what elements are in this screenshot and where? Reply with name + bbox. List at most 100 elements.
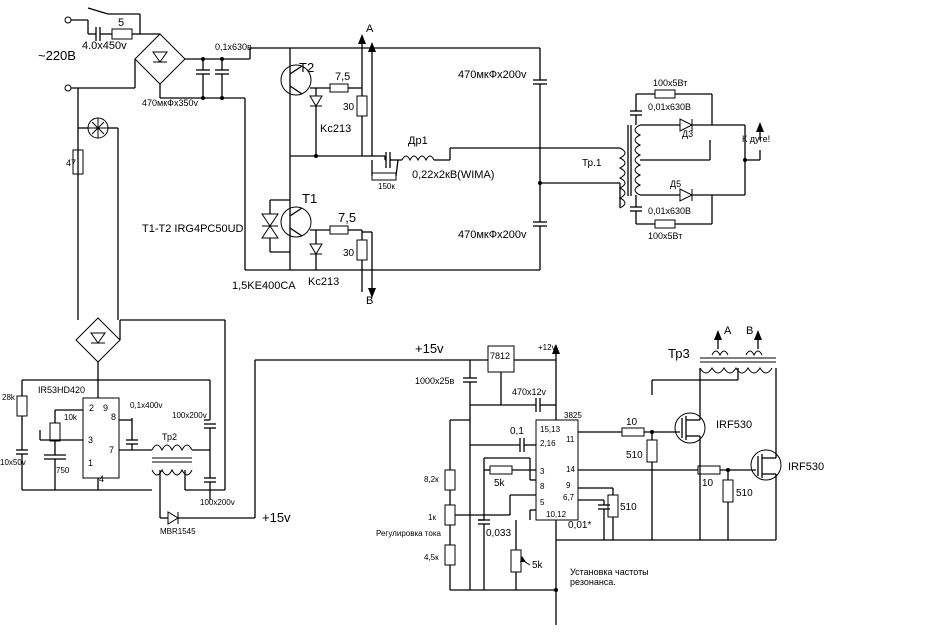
c750-label: 750 [56, 466, 70, 475]
mains-input: ~220В [38, 16, 135, 92]
freq-adjust-label: Установка частоты [570, 567, 649, 577]
snubber-r-bottom-label: 100x5Вт [648, 231, 682, 241]
mosfet-top-label: IRF530 [716, 419, 752, 431]
ic2-pin8: 8 [540, 482, 545, 491]
terminal-b-label: B [366, 295, 373, 307]
t1-resistor-label: 30 [343, 248, 355, 259]
bleed-resistor-label: 150к [378, 182, 395, 191]
t1-label: T1 [302, 191, 317, 206]
r28k-label: 28k [2, 393, 16, 402]
d5-label: Д5 [670, 179, 681, 189]
ic2-pin67: 6,7 [563, 493, 575, 502]
transistor-t2: T2 7,5 Kc213 30 [280, 48, 385, 158]
snubber-cap-label: 0,1x630в [215, 42, 252, 52]
positive-rail [244, 47, 540, 271]
half-bridge-caps: 470мкФx200v 470мкФx200v [458, 48, 620, 270]
r10k-label: 10k [64, 413, 78, 422]
r82k-label: 8,2к [424, 475, 439, 484]
bulk-cap-label: 470мкФx350v [142, 98, 198, 108]
mains-voltage-label: ~220В [38, 48, 76, 63]
ic1-pin2: 2 [89, 403, 94, 413]
c01-label: 0,1 [510, 426, 524, 437]
plus15-bottom-label: +15v [262, 510, 291, 525]
terminal-b: B [361, 231, 376, 307]
terminal-a: A [358, 23, 376, 156]
transformer-tr2: Тр2 100x200v 100x200v MBR1545 +15v [151, 359, 470, 536]
c01x400-label: 0,1x400v [130, 401, 162, 410]
ic1-label: IR53HD420 [38, 385, 85, 395]
regulator-label: 7812 [490, 351, 510, 361]
d3-label: Д3 [682, 129, 693, 139]
ic1-pin7: 7 [109, 445, 114, 455]
cap-top-label: 470мкФx200v [458, 69, 527, 81]
filter-caps: 0,1x630в 470мкФx350v [142, 42, 252, 108]
tr3-label: Тр3 [668, 346, 690, 361]
c100x200-top-label: 100x200v [172, 411, 207, 420]
r5k-pot-label: 5k [532, 560, 544, 571]
t2-gate-resistor-label: 7,5 [335, 71, 350, 83]
aux-supply-column: 47 [66, 88, 119, 320]
r510-bottom-label: 510 [736, 488, 753, 499]
ic2-pin1513: 15,13 [540, 425, 561, 434]
c470x12-label: 470x12v [512, 387, 547, 397]
mosfet-bottom-label: IRF530 [788, 461, 824, 473]
cap-bottom-label: 470мкФx200v [458, 229, 527, 241]
pwm-ic-3825: 3825 15,13 2,16 11 3 14 8 9 5 6,7 10,12 … [376, 411, 649, 625]
r10-bottom-label: 10 [702, 478, 714, 489]
tr3-terminal-a: A [724, 325, 732, 337]
snubber-r-top-label: 100x5Вт [653, 78, 687, 88]
t2-label: T2 [299, 60, 314, 75]
driver-ir53hd420: IR53HD420 2 9 8 3 7 1 4 28k 10x50v 10k 7… [0, 379, 211, 491]
midpoint-line: Др1 0,22x2кВ(WIMA) 150к [371, 135, 620, 191]
snubber-c-bottom-label: 0,01x630В [648, 206, 691, 216]
tr3-terminal-b: B [746, 325, 753, 337]
fuse-label: 5 [118, 17, 124, 29]
ic2-label: 3825 [564, 411, 582, 420]
transformer-tr3: Тр3 A B [651, 325, 776, 395]
resistor-47-label: 47 [66, 158, 76, 168]
transformer-tr1: Тр.1 [582, 124, 710, 209]
transistor-t1: T1 7,5 Kc213 30 T1-T2 IRG4PC50UD 1,5KE40… [142, 156, 368, 292]
t2-resistor-label: 30 [343, 102, 355, 113]
current-adjust-label: Регулировка тока [376, 529, 442, 538]
ic1-pin4: 4 [99, 474, 104, 484]
ic1-pin3: 3 [88, 435, 93, 445]
arc-output-label: К дуге! [742, 134, 770, 144]
ic2-pin9: 9 [566, 481, 571, 490]
r45k-label: 4,5к [424, 553, 439, 562]
transistor-type-label: T1-T2 IRG4PC50UD [142, 223, 244, 235]
r5k-label: 5k [494, 478, 506, 489]
t2-zener-label: Kc213 [320, 123, 351, 135]
tvs-label: 1,5KE400CA [232, 280, 296, 292]
input-cap-label: 4.0x450v [82, 40, 127, 52]
c10x50-label: 10x50v [0, 458, 26, 467]
t1-gate-resistor-label: 7,5 [338, 210, 356, 225]
inductor-label: Др1 [408, 135, 428, 147]
ic2-pin14: 14 [566, 465, 575, 474]
r10-top-label: 10 [626, 417, 638, 428]
r510-ct-label: 510 [620, 502, 637, 513]
tr1-label: Тр.1 [582, 158, 602, 169]
mosfet-drivers: 10 510 IRF530 10 510 IRF530 [556, 368, 824, 541]
snubber-c-top-label: 0,01x630В [648, 102, 691, 112]
ic2-pin3: 3 [540, 467, 545, 476]
resonant-cap-label: 0,22x2кВ(WIMA) [412, 169, 494, 181]
c1000x25-label: 1000x25в [415, 376, 455, 386]
ic2-pin216: 2,16 [540, 439, 556, 448]
ic2-pin5: 5 [540, 498, 545, 507]
plus15-top-label: +15v [415, 341, 444, 356]
ic2-pin11: 11 [566, 435, 575, 444]
c100x200-bottom-label: 100x200v [200, 498, 235, 507]
r1k-label: 1к [428, 513, 436, 522]
plus12-label: +12v [538, 343, 556, 352]
c001-label: 0,01* [568, 520, 591, 531]
output-rectifier: Д3 Д5 100x5Вт 0,01x630В 0,01x630В 100x5В… [630, 78, 770, 241]
ic2-pin1012: 10,12 [546, 510, 567, 519]
c0033-label: 0,033 [486, 528, 511, 539]
freq-adjust-label2: резонанса. [570, 577, 616, 587]
ic1-pin1: 1 [88, 458, 93, 468]
mbr1545-label: MBR1545 [160, 527, 196, 536]
bridge-rectifier-aux [75, 317, 226, 490]
